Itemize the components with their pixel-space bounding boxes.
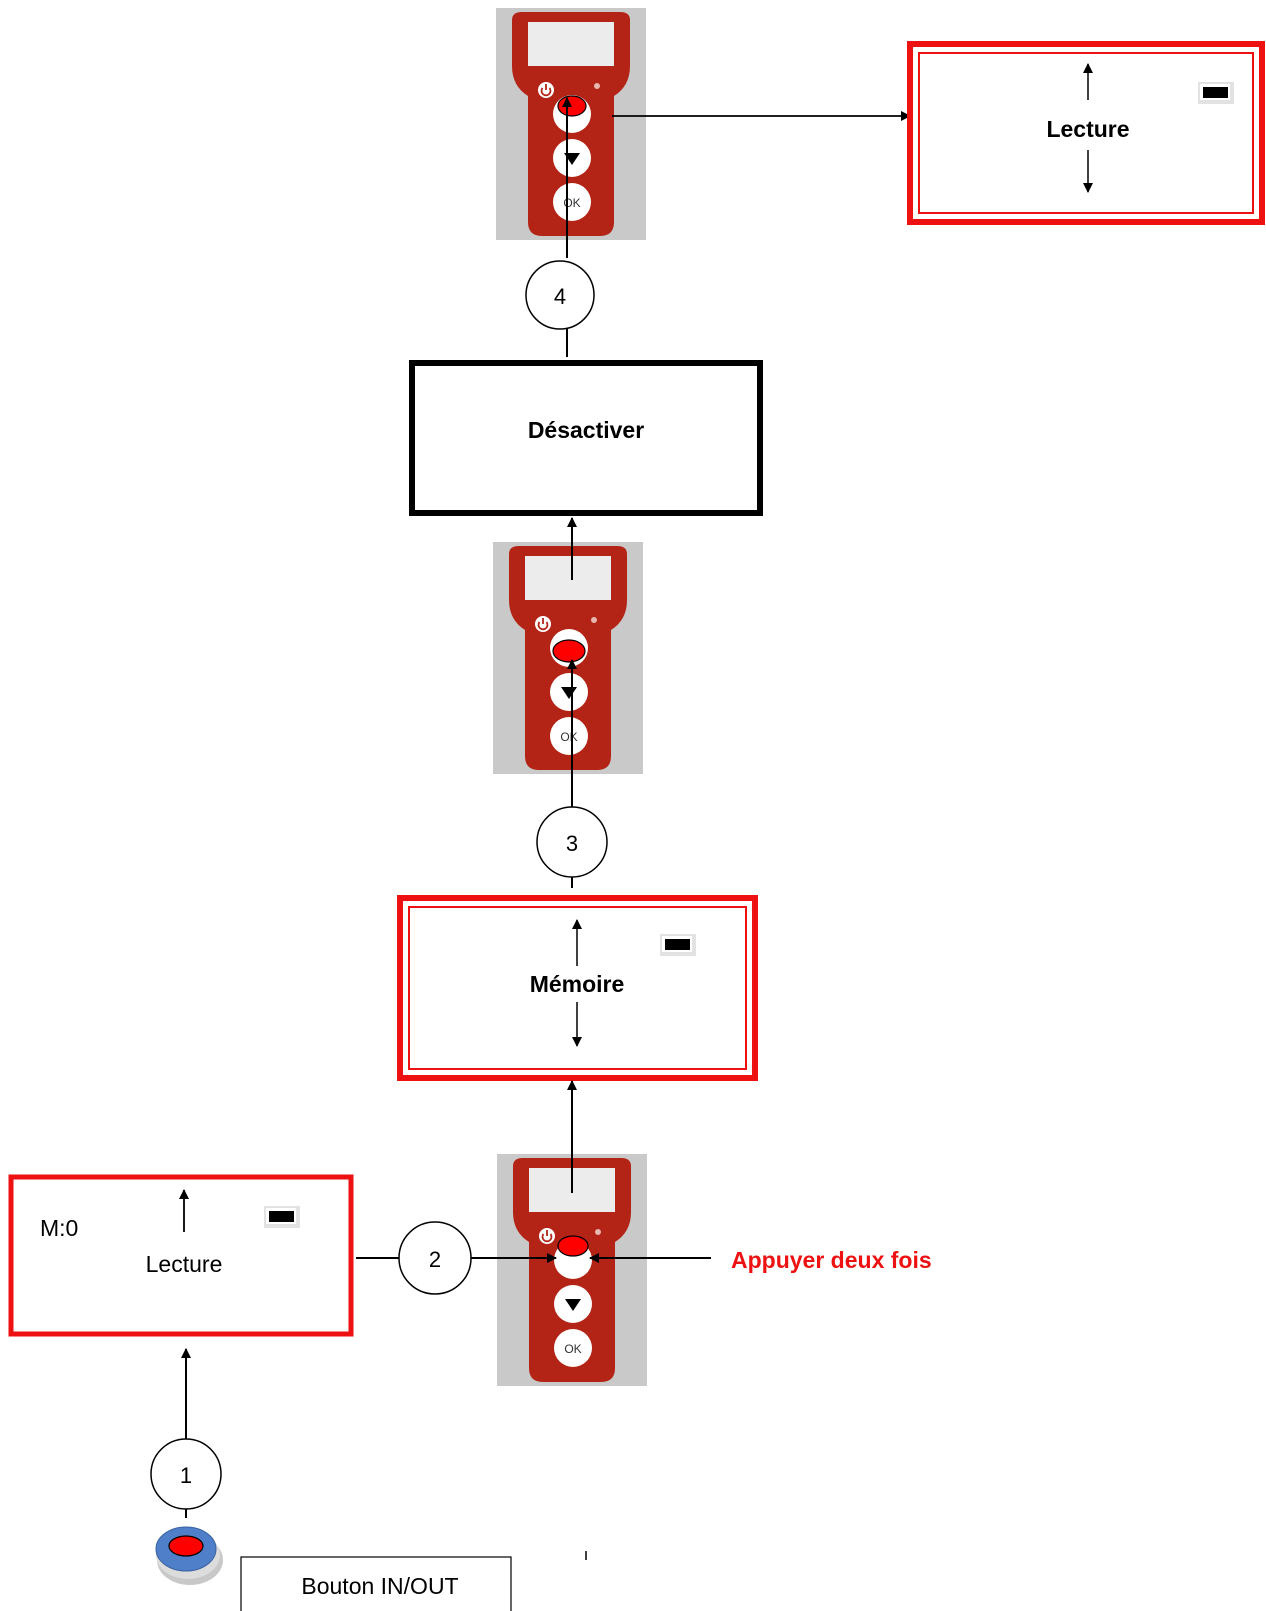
screen-indicator-icon	[660, 934, 696, 956]
step-4-label: 4	[554, 284, 566, 309]
press-marker-bottom	[557, 1235, 589, 1257]
screen-bottom: M:0 Lecture	[8, 1174, 354, 1337]
box-desactiver: Désactiver	[409, 360, 763, 516]
screen-indicator-icon	[264, 1206, 300, 1228]
step-1-label: 1	[180, 1463, 192, 1488]
inout-label: Bouton IN/OUT	[301, 1573, 458, 1599]
step-4-circle	[525, 260, 595, 330]
instruction-text: Appuyer deux fois	[731, 1247, 932, 1273]
press-marker-middle	[552, 639, 586, 663]
step-3-label: 3	[566, 831, 578, 856]
inout-label-box	[240, 1556, 512, 1611]
memory-counter: M:0	[40, 1215, 78, 1241]
box-desactiver-label: Désactiver	[528, 417, 644, 443]
step-2-label: 2	[429, 1247, 441, 1272]
screen-memoire-label: Mémoire	[530, 971, 625, 997]
screen-memoire: Mémoire	[397, 895, 758, 1081]
screen-indicator-icon	[1198, 82, 1234, 104]
press-marker-top	[557, 95, 587, 117]
screen-top: Lecture	[907, 41, 1265, 225]
inout-button-icon	[155, 1526, 223, 1585]
screen-bottom-label: Lecture	[146, 1251, 223, 1277]
remote-top	[495, 7, 647, 241]
screen-top-label: Lecture	[1046, 116, 1129, 142]
